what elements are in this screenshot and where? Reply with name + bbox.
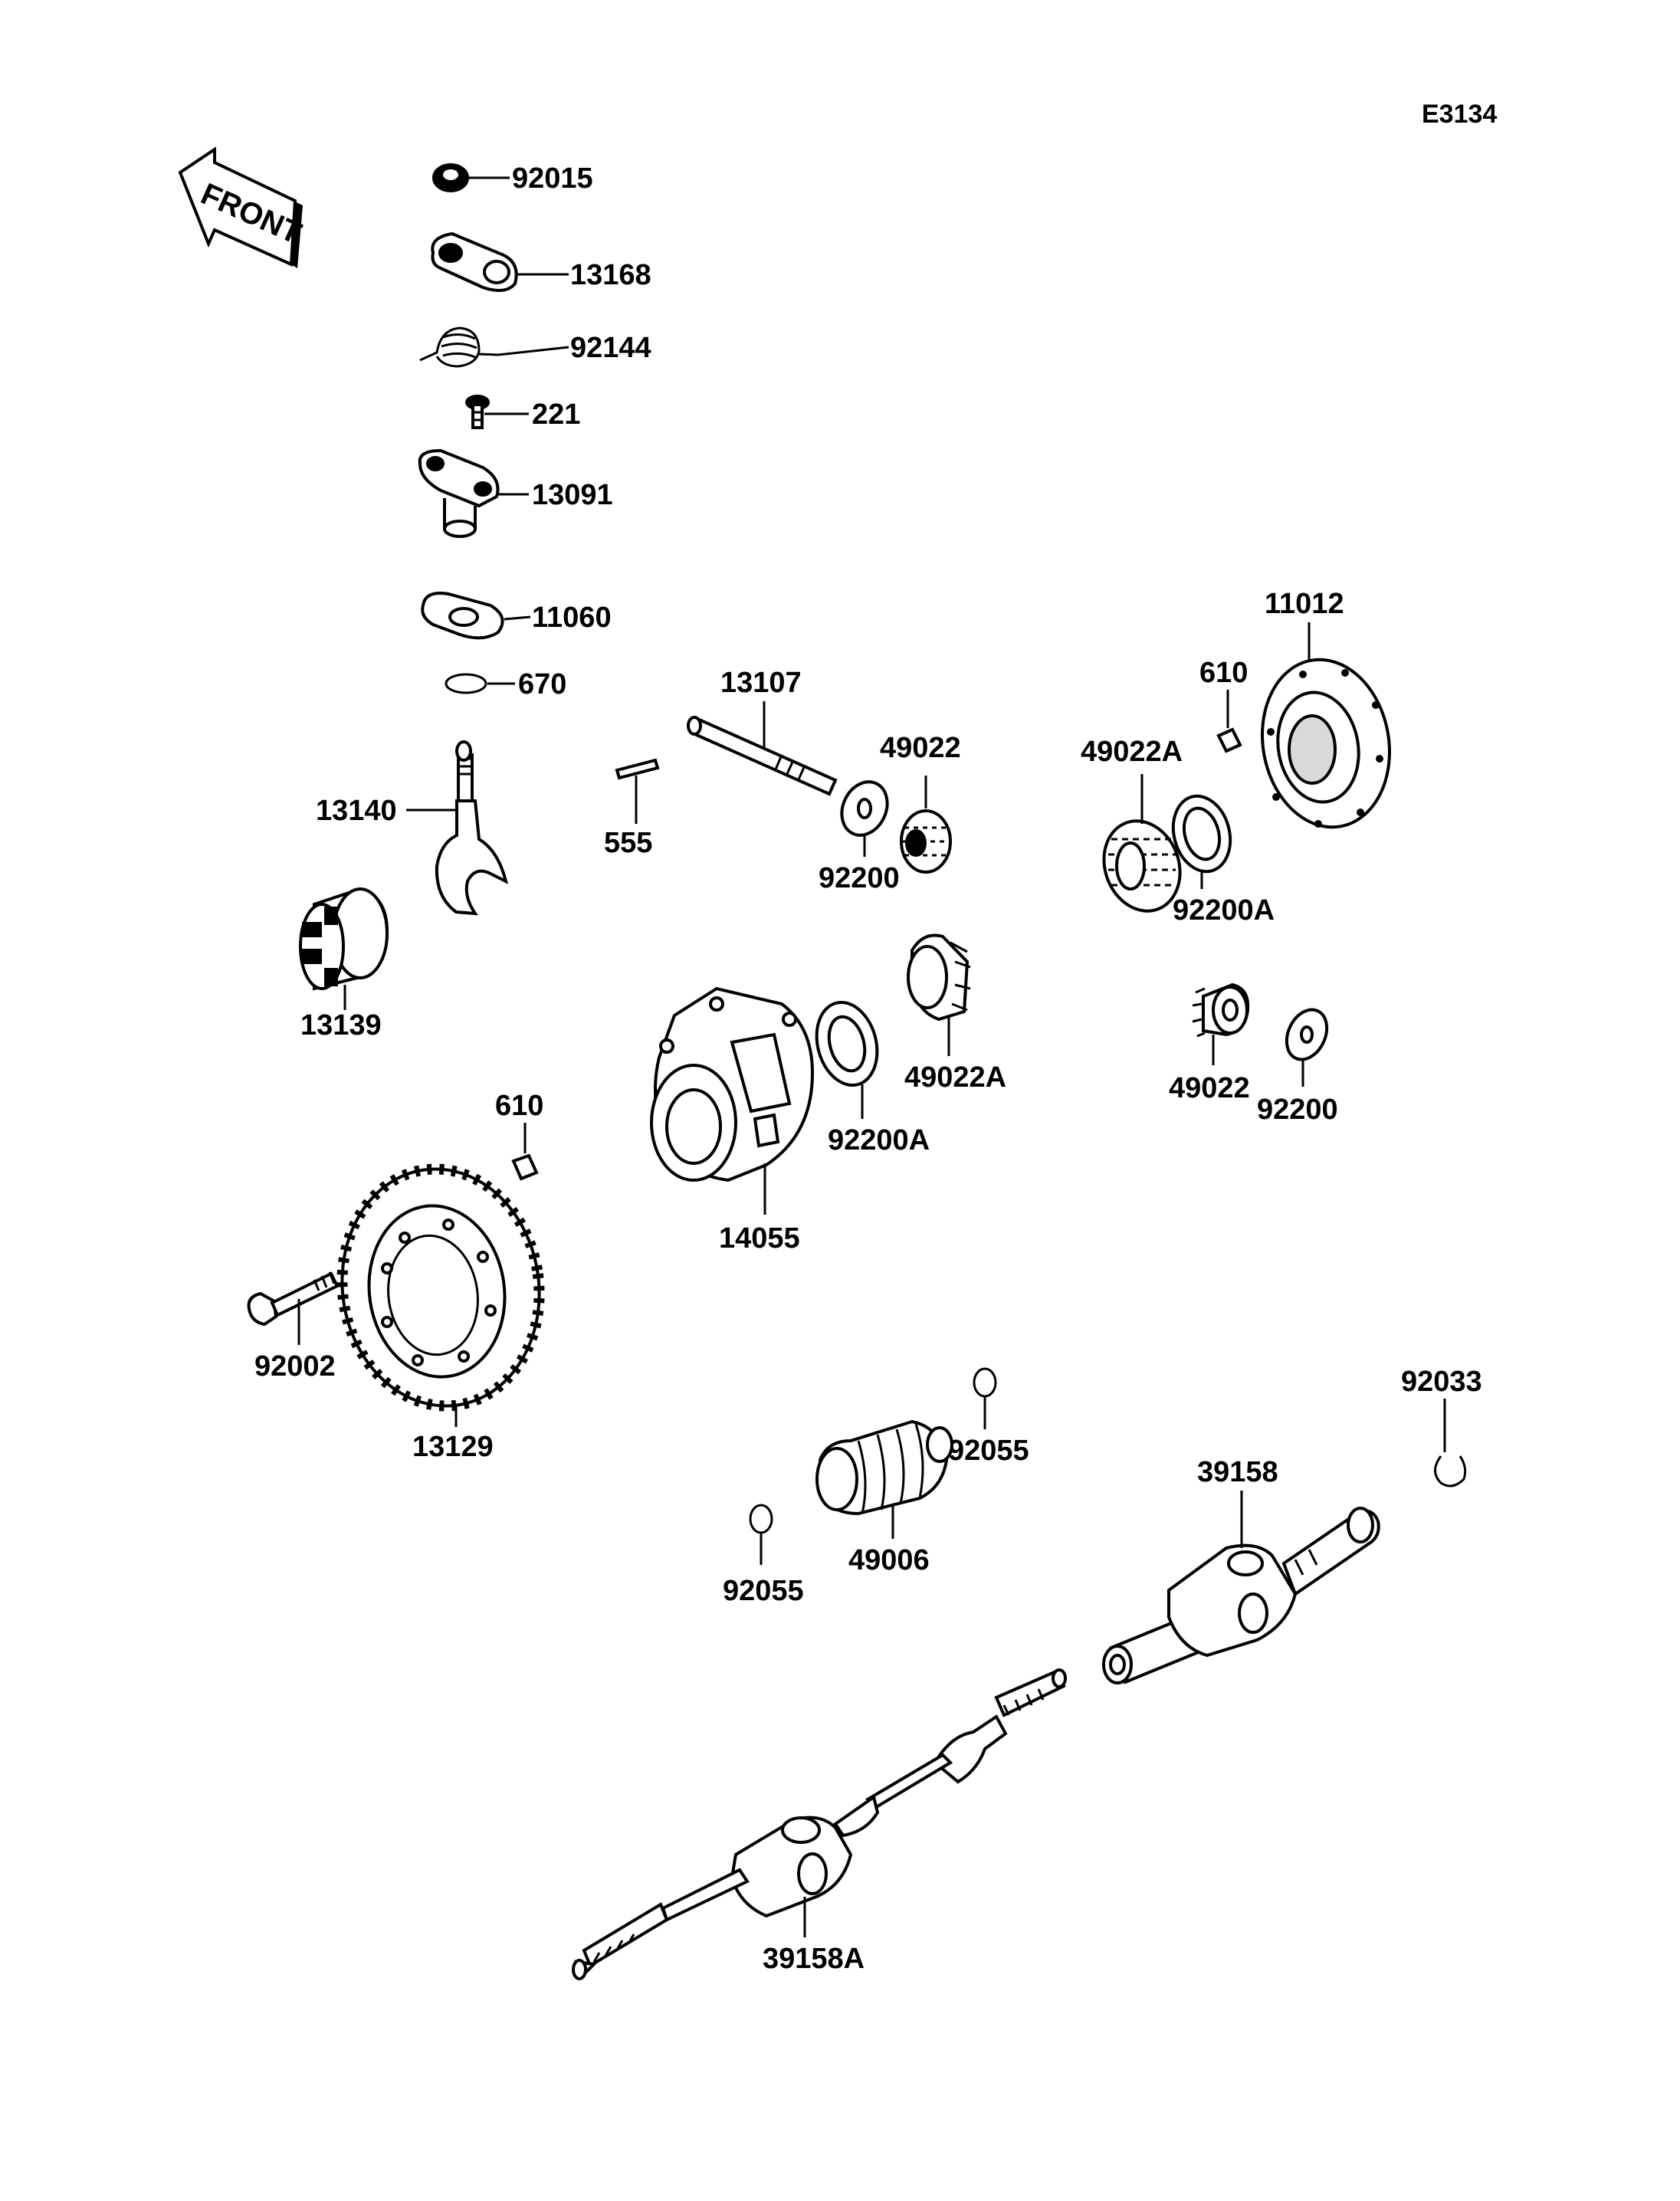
part-555-pin [615, 758, 660, 780]
part-92002-bolt [247, 1271, 340, 1327]
part-670-oring [445, 673, 487, 694]
part-11060-gasket [421, 592, 504, 640]
label-11012: 11012 [1265, 588, 1344, 620]
part-49022-gear [900, 809, 952, 874]
part-13168-lever [431, 231, 518, 292]
part-92200-washer-right [1285, 1008, 1329, 1061]
part-92200-washer [840, 780, 889, 837]
label-92002: 92002 [254, 1350, 336, 1383]
part-13091-holder [418, 448, 500, 538]
label-49006: 49006 [848, 1544, 930, 1576]
part-92055-oring-upper [973, 1367, 997, 1398]
part-13139-drum [299, 887, 389, 991]
front-arrow-icon: FRONT [178, 146, 306, 268]
label-555: 555 [604, 827, 652, 859]
part-610-dowel [1216, 727, 1242, 753]
label-92015: 92015 [512, 162, 593, 195]
part-92144-spring [419, 326, 499, 368]
label-39158: 39158 [1197, 1456, 1278, 1488]
part-49022A-gear [1102, 819, 1182, 913]
label-92200-right: 92200 [1257, 1094, 1338, 1126]
label-92055-lower: 92055 [723, 1575, 804, 1607]
part-610-dowel-middle [511, 1153, 539, 1181]
label-39158A: 39158A [763, 1943, 865, 1975]
part-13129-ring-gear [336, 1163, 545, 1412]
label-221: 221 [532, 399, 580, 431]
part-49006-boot [815, 1419, 953, 1516]
ref-code: E3134 [1422, 100, 1497, 129]
label-13168: 13168 [570, 259, 651, 291]
part-13140-fork [435, 740, 508, 916]
part-221-screw [465, 395, 490, 429]
label-610-middle: 610 [495, 1090, 543, 1122]
part-92200A-washer-middle [815, 1000, 879, 1087]
part-92015-nut [432, 163, 469, 192]
part-49022A-gear-middle [907, 933, 971, 1022]
part-92200A-washer [1171, 794, 1232, 874]
part-39158-joint [1102, 1507, 1380, 1684]
label-49022: 49022 [880, 732, 961, 764]
label-610-top: 610 [1199, 657, 1248, 689]
label-92200A-middle: 92200A [828, 1124, 930, 1156]
part-13107-shaft [687, 716, 838, 796]
label-92200A-top: 92200A [1173, 894, 1275, 927]
label-49022-right: 49022 [1169, 1072, 1250, 1104]
label-14055: 14055 [719, 1222, 800, 1255]
label-92033: 92033 [1401, 1366, 1482, 1398]
label-92144: 92144 [570, 332, 651, 364]
part-92033-circlip [1434, 1455, 1467, 1488]
label-49022A-top: 49022A [1081, 736, 1183, 768]
part-49022-gear-right [1192, 982, 1250, 1038]
label-13139: 13139 [300, 1009, 382, 1041]
label-13091: 13091 [532, 479, 613, 511]
label-92200: 92200 [819, 862, 900, 894]
label-13107: 13107 [720, 667, 802, 699]
label-11060: 11060 [532, 602, 612, 634]
part-11012-cover [1261, 658, 1391, 829]
label-49022A-middle: 49022A [904, 1061, 1006, 1094]
label-670: 670 [518, 668, 566, 700]
part-39158A-axle [572, 1668, 1067, 1980]
label-92055-upper: 92055 [948, 1435, 1029, 1467]
part-92055-oring-lower [749, 1504, 773, 1534]
label-13129: 13129 [412, 1431, 494, 1463]
label-13140: 13140 [316, 795, 397, 827]
part-14055-case [650, 986, 815, 1183]
